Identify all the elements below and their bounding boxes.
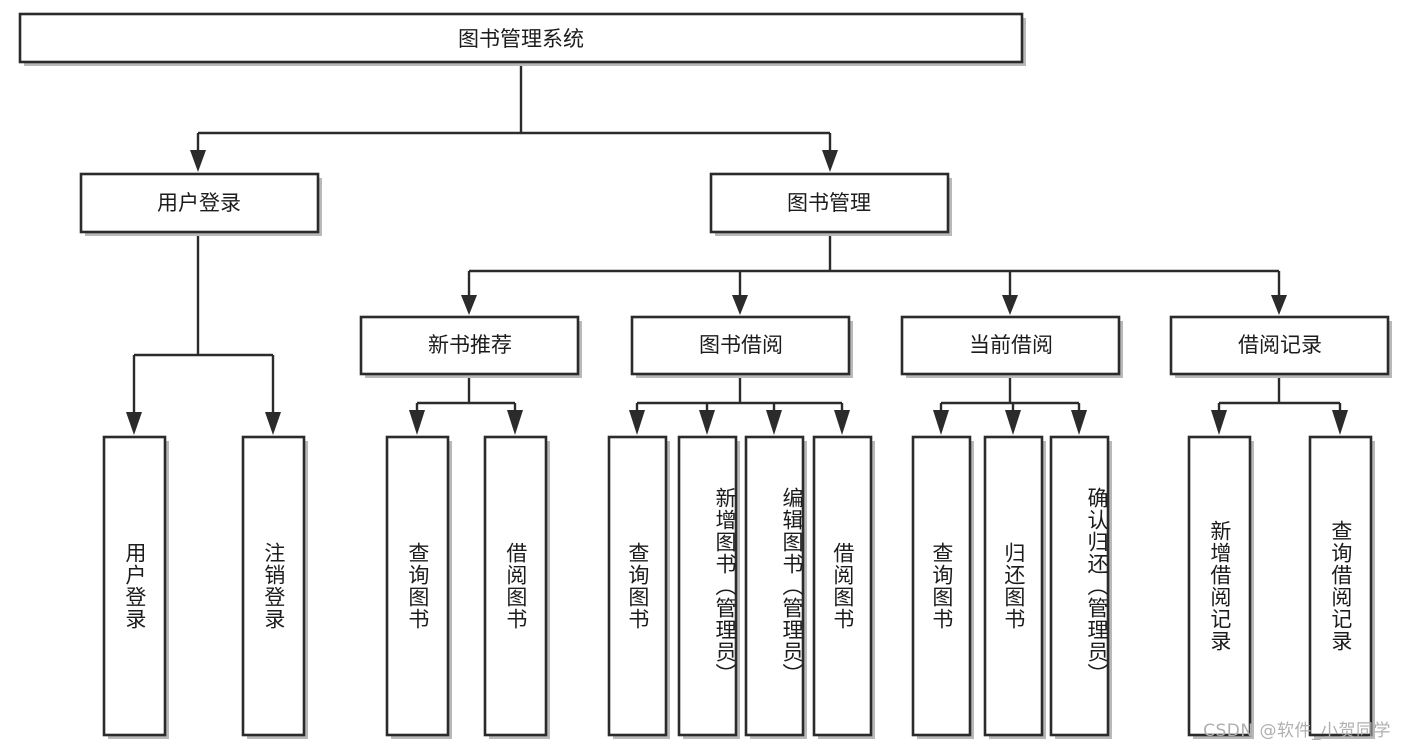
edge-book-manage-to-level3-bus [467, 232, 1281, 295]
leaf-box-borrow-book-a[interactable] [483, 435, 548, 737]
leaf-box-query-book-a[interactable] [385, 435, 450, 737]
borrow-record-label: 借阅记录 [1238, 333, 1322, 357]
edge-current-borrow-to-leaves [939, 374, 1081, 412]
leaf-box-borrow-book-b[interactable] [812, 435, 873, 737]
book-borrow-box[interactable] [630, 315, 851, 376]
leaf-box-add-book[interactable] [677, 435, 738, 737]
csdn-watermark: CSDN @软件_小贺同学 [1203, 721, 1391, 741]
arrow-head-to-leaf-query-book-b [629, 410, 645, 435]
leaf-box-query-record[interactable] [1308, 435, 1373, 737]
current-borrow-label: 当前借阅 [969, 333, 1053, 357]
root-label: 图书管理系统 [458, 27, 584, 51]
node-borrow-record[interactable]: 借阅记录 [1169, 315, 1392, 378]
leaf-box-group [102, 435, 1375, 739]
new-book-recommend-box[interactable] [359, 315, 580, 376]
arrow-head-to-leaf-borrow-book-b [834, 410, 850, 435]
new-book-recommend-label: 新书推荐 [428, 333, 512, 357]
book-manage-box[interactable] [709, 172, 950, 234]
current-borrow-box[interactable] [900, 315, 1121, 376]
edge-root-to-level2-bus [196, 62, 832, 150]
edge-user-login-to-leaves [132, 232, 275, 412]
arrow-head-to-leaf-query-book-a [409, 410, 425, 435]
edge-group [126, 62, 1348, 435]
arrow-head-to-book-manage [822, 150, 838, 172]
node-user-login[interactable]: 用户登录 [79, 172, 322, 236]
arrow-head-to-leaf-confirm-return [1071, 410, 1087, 435]
edge-book-borrow-to-leaves [635, 374, 844, 412]
arrow-head-to-borrow-record [1271, 295, 1287, 315]
leaf-box-edit-book[interactable] [744, 435, 805, 737]
node-new-book-recommend[interactable]: 新书推荐 [359, 315, 582, 378]
arrow-head-to-leaf-query-book-c [933, 410, 949, 435]
leaf-box-confirm-return[interactable] [1049, 435, 1110, 737]
arrow-head-to-leaf-edit-book [766, 410, 782, 435]
node-book-borrow[interactable]: 图书借阅 [630, 315, 853, 378]
arrow-head-to-leaf-borrow-book-a [507, 410, 523, 435]
arrow-head-to-leaf-user-login [126, 412, 142, 435]
edge-new-book-rec-to-leaves [415, 374, 517, 412]
arrow-head-to-leaf-return-book [1005, 410, 1021, 435]
book-borrow-label: 图书借阅 [699, 333, 783, 357]
arrow-head-to-leaf-logout [265, 412, 281, 435]
arrow-head-to-user-login [190, 150, 206, 172]
arrow-head-to-book-borrow [732, 295, 748, 315]
arrow-head-to-current-borrow [1002, 295, 1018, 315]
edge-borrow-record-to-leaves [1217, 374, 1342, 412]
book-manage-label: 图书管理 [787, 191, 871, 215]
root-box[interactable] [18, 12, 1024, 64]
leaf-box-query-book-c[interactable] [911, 435, 972, 737]
arrow-head-to-leaf-add-record [1211, 410, 1227, 435]
leaf-box-return-book[interactable] [983, 435, 1044, 737]
leaf-box-query-book-b[interactable] [607, 435, 668, 737]
arrow-head-to-new-book-rec [461, 295, 477, 315]
leaf-box-user-login[interactable] [102, 435, 167, 737]
leaf-box-add-record[interactable] [1187, 435, 1252, 737]
arrow-head-to-leaf-add-book [699, 410, 715, 435]
arrow-head-to-leaf-query-record [1332, 410, 1348, 435]
node-book-manage[interactable]: 图书管理 [709, 172, 952, 236]
borrow-record-box[interactable] [1169, 315, 1390, 376]
node-current-borrow[interactable]: 当前借阅 [900, 315, 1123, 378]
node-root[interactable]: 图书管理系统 [18, 12, 1026, 66]
leaf-box-logout[interactable] [241, 435, 306, 737]
user-login-label: 用户登录 [157, 191, 241, 215]
user-login-box[interactable] [79, 172, 320, 234]
